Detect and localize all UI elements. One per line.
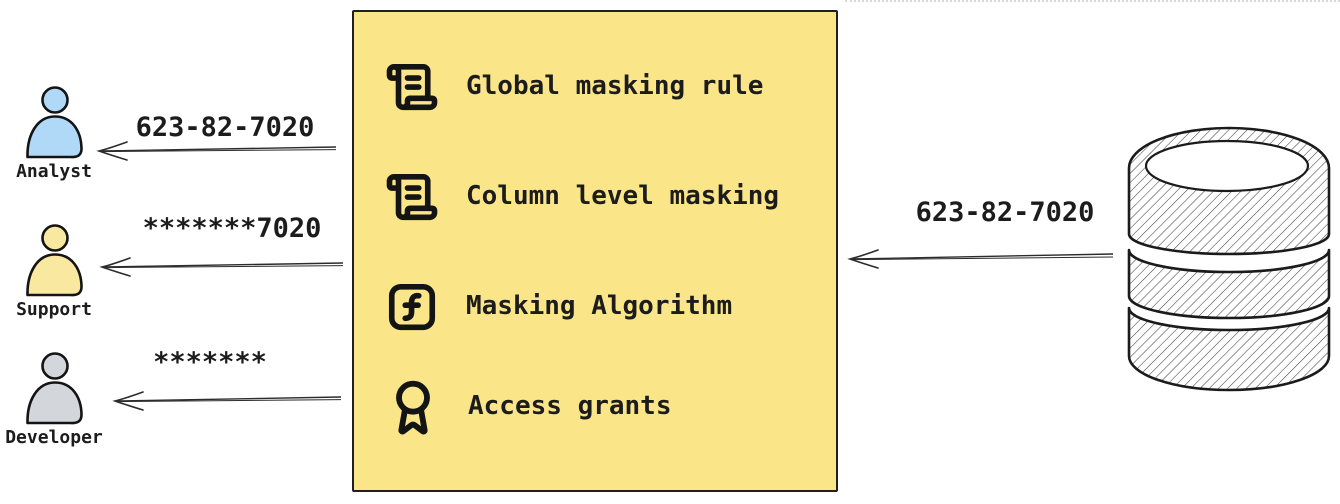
database-icon	[1127, 126, 1331, 392]
function-square-icon	[388, 283, 436, 331]
flow-value-developer: *******	[153, 347, 267, 378]
persona-developer: Developer	[0, 352, 108, 448]
arrow-left-to-analyst	[96, 141, 337, 161]
person-icon	[26, 224, 83, 297]
person-icon	[26, 352, 83, 425]
arrow-left-to-developer	[112, 391, 342, 411]
masking-item-label: Global masking rule	[466, 71, 764, 101]
arrow-left-to-support	[99, 257, 344, 277]
cropped-border-artifact	[845, 0, 1340, 2]
person-icon	[26, 86, 83, 159]
persona-label: Developer	[5, 427, 103, 448]
masking-item-label: Column level masking	[466, 181, 780, 211]
flow-value-analyst: 623-82-7020	[135, 112, 315, 143]
persona-label: Support	[16, 299, 92, 320]
award-icon	[396, 380, 430, 435]
arrow-database-to-box	[847, 249, 1114, 269]
masking-item-algorithm: Masking Algorithm	[385, 278, 732, 336]
scroll-text-icon	[386, 173, 438, 221]
masking-rules-box: Global masking rule Column level masking…	[352, 10, 838, 492]
masking-item-global-rule: Global masking rule	[385, 58, 763, 116]
persona-support: Support	[0, 224, 108, 320]
masking-item-label: Access grants	[468, 391, 672, 421]
masking-item-access-grants: Access grants	[385, 378, 672, 436]
scroll-text-icon	[386, 63, 438, 111]
masking-item-label: Masking Algorithm	[466, 291, 733, 321]
persona-label: Analyst	[16, 161, 92, 182]
persona-analyst: Analyst	[0, 86, 108, 182]
flow-value-support: *******7020	[142, 213, 322, 244]
flow-value-database: 623-82-7020	[915, 197, 1095, 228]
masking-item-column-masking: Column level masking	[385, 168, 779, 226]
